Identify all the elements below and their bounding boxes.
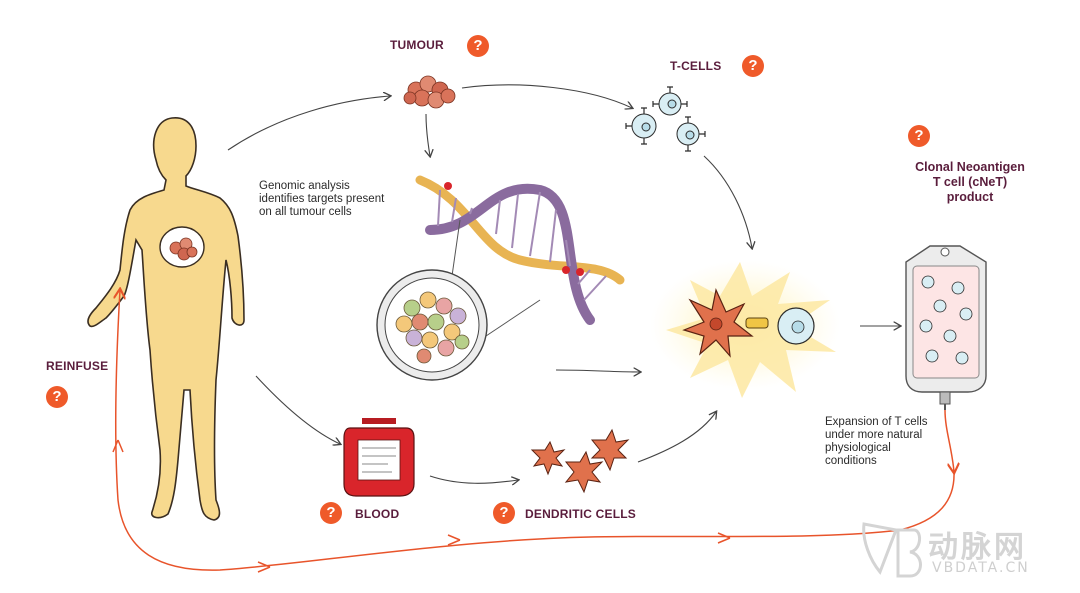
tumour-label: TUMOUR	[390, 38, 444, 52]
dna-helix	[415, 175, 625, 325]
blood-help-icon[interactable]: ?	[320, 502, 342, 524]
expansion-caption-line-1: Expansion of T cells	[825, 416, 928, 428]
reinfuse-label: REINFUSE	[46, 359, 109, 373]
tcells-label: T-CELLS	[670, 59, 722, 73]
dendritic-cells-illustration	[530, 428, 630, 494]
genomic-caption-line-1: Genomic analysis	[259, 180, 350, 192]
patient-figure	[87, 117, 245, 521]
tumour-help-icon[interactable]: ?	[467, 35, 489, 57]
expansion-caption: Expansion of T cells under more natural …	[825, 416, 928, 468]
process-arrows	[227, 84, 900, 483]
watermark-url: VBDATA.CN	[932, 560, 1030, 576]
dendritic-cells-label: DENDRITIC CELLS	[525, 507, 636, 521]
expansion-caption-line-3: physiological	[825, 442, 891, 454]
tcells-illustration	[625, 86, 706, 152]
tcells-help-icon[interactable]: ?	[742, 55, 764, 77]
cnet-help-icon[interactable]: ?	[908, 125, 930, 147]
reinfuse-loop	[112, 290, 954, 573]
cnet-title-line-1: Clonal Neoantigen	[915, 160, 1025, 174]
tumour-cells-magnified	[376, 219, 541, 381]
tumour-illustration	[403, 75, 456, 109]
watermark-text: 动脉网	[928, 530, 1027, 565]
cnet-title-line-3: product	[946, 190, 994, 204]
watermark-logo	[862, 522, 922, 578]
synapse-burst	[650, 260, 840, 398]
cnet-product-bag	[905, 245, 987, 410]
cnet-title-line-2: T cell (cNeT)	[932, 175, 1008, 189]
expansion-caption-line-4: conditions	[825, 455, 877, 467]
genomic-caption-line-3: on all tumour cells	[259, 206, 352, 218]
genomic-caption-line-2: identifies targets present	[259, 193, 385, 205]
cnet-product-title: Clonal Neoantigen T cell (cNeT) product	[900, 160, 1040, 205]
genomic-analysis-caption: Genomic analysis identifies targets pres…	[259, 180, 384, 219]
expansion-caption-line-2: under more natural	[825, 429, 923, 441]
blood-bag-illustration	[343, 418, 415, 497]
body-tumour-window	[159, 226, 205, 268]
blood-label: BLOOD	[355, 507, 400, 521]
dendritic-help-icon[interactable]: ?	[493, 502, 515, 524]
reinfuse-help-icon[interactable]: ?	[46, 386, 68, 408]
